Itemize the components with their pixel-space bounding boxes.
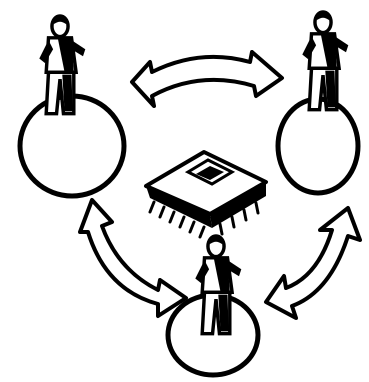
double-arrow-top bbox=[132, 52, 282, 106]
person-left-node bbox=[20, 16, 124, 196]
person-right-node bbox=[278, 12, 358, 193]
double-arrow-left bbox=[80, 200, 186, 316]
microchip-icon bbox=[146, 152, 266, 237]
double-arrow-right bbox=[266, 208, 360, 318]
person-right-icon bbox=[302, 12, 348, 110]
person-bottom-node bbox=[168, 236, 258, 375]
platform-circle-right bbox=[278, 99, 358, 193]
